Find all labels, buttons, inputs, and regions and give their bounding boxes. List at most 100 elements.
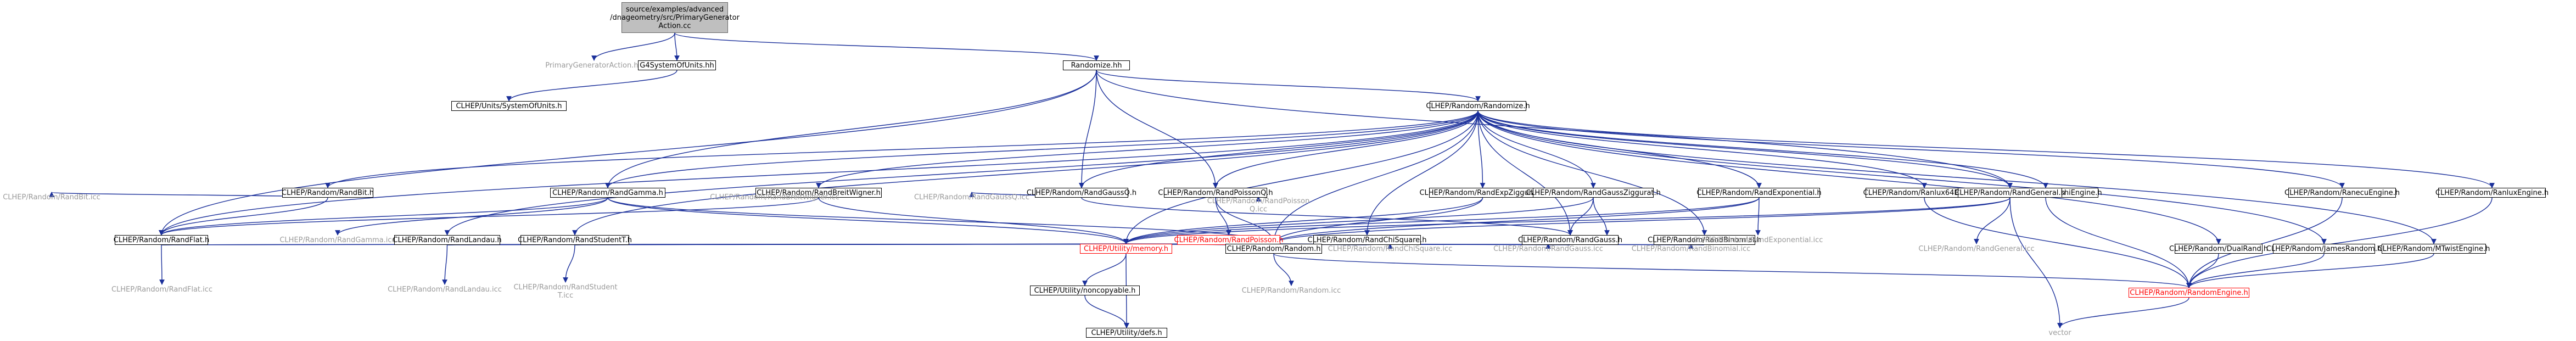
- node-pgh: PrimaryGeneratorAction.hh: [545, 61, 643, 70]
- edge-randomize-to-randflat: [159, 110, 1479, 236]
- edge-random-to-randomicc: [1273, 253, 1294, 286]
- edge-randomize-to-randgen: [1477, 110, 2013, 188]
- edge-randgamma-to-random: [607, 197, 1276, 244]
- edge-randomize-to-randchi: [1364, 110, 1479, 236]
- node-randgz[interactable]: CLHEP/Random/RandGaussZiggurat.h: [1526, 188, 1661, 198]
- edge-pg-to-randhh: [674, 32, 1099, 61]
- edge-randomize-to-randgz: [1477, 110, 1596, 188]
- node-randgauss[interactable]: CLHEP/Random/RandGauss.h: [1517, 235, 1623, 245]
- node-randexp[interactable]: CLHEP/Random/RandExponential.h: [1696, 188, 1822, 198]
- edge-randomize-to-randgq: [1079, 110, 1479, 188]
- node-randhh[interactable]: Randomize.hh: [1063, 60, 1130, 70]
- node-randpqicc: CLHEP/Random/RandPoisson Q.icc: [1207, 197, 1310, 214]
- node-randbin[interactable]: CLHEP/Random/RandBinomial.h: [1648, 235, 1761, 245]
- node-randchiicc: CLHEP/Random/RandChiSquare.icc: [1328, 244, 1453, 253]
- edge-randhh-to-randgq: [1079, 70, 1097, 188]
- edge-randgz-to-randgauss: [1567, 197, 1594, 236]
- node-randgq[interactable]: CLHEP/Random/RandGaussQ.h: [1026, 188, 1137, 198]
- node-randomize[interactable]: CLHEP/Random/Randomize.h: [1426, 101, 1530, 111]
- edge-randgen-to-vector: [2009, 197, 2063, 328]
- node-randflat[interactable]: CLHEP/Random/RandFlat.h: [113, 235, 210, 245]
- edge-randhh-to-randgamma: [605, 70, 1097, 188]
- node-randflaticc: CLHEP/Random/RandFlat.icc: [111, 285, 213, 294]
- edge-randgz-to-memory: [1123, 197, 1594, 244]
- node-sysunits[interactable]: CLHEP/Units/SystemOfUnits.h: [451, 101, 567, 111]
- edge-randomize-to-mtwist: [1477, 110, 2437, 244]
- edge-randomize-to-randst: [572, 110, 1479, 236]
- edge-randgamma-to-memory: [607, 197, 1129, 244]
- node-randbit[interactable]: CLHEP/Random/RandBit.h: [282, 188, 374, 198]
- node-randgq2icc: CLHEP/Random/RandGaussQ.icc: [914, 193, 1030, 202]
- edge-randomize-to-randexpz: [1477, 110, 1486, 188]
- edge-randhh-to-randgen: [1096, 70, 2013, 188]
- node-randsticc: CLHEP/Random/RandStudent T.icc: [513, 283, 618, 300]
- edge-ranlux-to-engine: [2186, 197, 2493, 288]
- edge-randhh-to-randflat: [159, 70, 1097, 236]
- edge-randlandau-to-randlandauicc: [442, 244, 448, 285]
- node-random[interactable]: CLHEP/Random/Random.h: [1225, 244, 1322, 254]
- node-randbwicc: CLHEP/Random/RandBreitWigner.icc: [710, 193, 839, 202]
- edge-randexp-to-memory: [1123, 197, 1760, 244]
- edge-engine-to-vector: [2057, 297, 2189, 328]
- node-randexpz[interactable]: CLHEP/Random/RandExpZiggurat.h: [1419, 188, 1546, 198]
- edge-mtwist-to-engine: [2186, 253, 2434, 288]
- node-randbw[interactable]: CLHEP/Random/RandBreitWigner.h: [755, 188, 882, 198]
- node-randexpicc: CLHEP/Random/RandExponential.icc: [1693, 236, 1823, 244]
- edge-randgen-to-randgenicc: [1974, 197, 2011, 244]
- node-ranlux64[interactable]: CLHEP/Random/Ranlux64Engine.h: [1863, 188, 1986, 198]
- edge-raneco-to-engine: [2186, 197, 2343, 288]
- edge-randgq-to-randgauss: [1081, 197, 1573, 236]
- node-randgamma[interactable]: CLHEP/Random/RandGamma.h: [550, 188, 665, 198]
- node-engine[interactable]: CLHEP/Random/RandomEngine.h: [2129, 288, 2249, 298]
- node-randgenicc: CLHEP/Random/RandGeneral.icc: [1918, 244, 2035, 253]
- edge-randexp-to-randexpicc: [1755, 197, 1761, 236]
- edge-randomize-to-randbin: [1477, 110, 1707, 236]
- node-defs[interactable]: CLHEP/Utility/defs.h: [1086, 328, 1167, 338]
- edge-ranshi-to-engine: [2045, 197, 2192, 288]
- node-memory[interactable]: CLHEP/Utility/memory.h: [1080, 244, 1172, 254]
- edge-randomize-to-raneco: [1477, 110, 2345, 188]
- node-randbinicc: CLHEP/Random/RandBinomial.icc: [1631, 244, 1751, 253]
- edge-randomize-to-ranshi: [1477, 110, 2048, 188]
- edge-randgamma-to-randflat: [159, 197, 608, 236]
- edge-noncopy-to-defs: [1084, 295, 1129, 328]
- node-randlandau[interactable]: CLHEP/Random/RandLandau.h: [393, 235, 502, 245]
- node-randpq[interactable]: CLHEP/Random/RandPoissonQ.h: [1158, 188, 1273, 198]
- node-noncopy[interactable]: CLHEP/Utility/noncopyable.h: [1030, 286, 1140, 295]
- node-randgen[interactable]: CLHEP/Random/RandGeneral.h: [1955, 188, 2065, 198]
- edge-randomize-to-james: [1477, 110, 2327, 244]
- edge-randomize-to-dualrand: [1477, 110, 2221, 244]
- node-james[interactable]: CLHEP/Random/JamesRandom.h: [2266, 244, 2382, 254]
- node-randchi[interactable]: CLHEP/Random/RandChiSquare.h: [1307, 235, 1427, 245]
- edge-randbit-to-randflat: [159, 197, 328, 236]
- node-ranlux[interactable]: CLHEP/Random/RanluxEngine.h: [2435, 188, 2549, 198]
- edge-randomize-to-randpq: [1213, 110, 1479, 188]
- edge-randbw-to-memory: [818, 197, 1129, 244]
- edge-randhh-to-randpq: [1096, 70, 1218, 188]
- node-randgammaicc: CLHEP/Random/RandGamma.icc: [279, 236, 396, 244]
- node-randgaussicc: CLHEP/Random/RandGauss.icc: [1493, 244, 1603, 253]
- node-randst[interactable]: CLHEP/Random/RandStudentT.h: [518, 235, 632, 245]
- node-g4sys[interactable]: G4SystemOfUnits.hh: [638, 60, 716, 70]
- node-randomicc: CLHEP/Random/Random.icc: [1241, 286, 1341, 295]
- edge-randexpz-to-memory: [1123, 197, 1483, 244]
- edge-random-to-engine: [1273, 253, 2192, 288]
- edge-randomize-to-randgamma: [605, 110, 1479, 188]
- node-pg[interactable]: source/examples/advanced /dnageometry/sr…: [610, 2, 740, 33]
- edge-randexpz-to-random: [1271, 197, 1483, 244]
- edge-randhh-to-randomize: [1096, 70, 1481, 102]
- edge-ranlux64-to-engine: [1924, 197, 2192, 288]
- edge-randomize-to-ranlux64: [1477, 110, 1927, 188]
- node-mtwist[interactable]: CLHEP/Random/MTwistEngine.h: [2377, 244, 2490, 254]
- edge-randst-to-randsticc: [563, 244, 575, 283]
- node-randbiticc: CLHEP/Random/RandBit.icc: [3, 193, 100, 202]
- node-raneco[interactable]: CLHEP/Random/RanecuEngine.h: [2284, 188, 2400, 198]
- node-randpoisson[interactable]: CLHEP/Random/RandPoisson.h: [1174, 235, 1284, 245]
- edge-randomize-to-ranlux: [1477, 110, 2495, 188]
- edge-randflat-to-randflaticc: [159, 244, 165, 285]
- edge-randgen-to-random: [1271, 197, 2011, 244]
- edge-randbw-to-randflat: [159, 197, 819, 236]
- edge-randomize-to-randbit: [325, 110, 1479, 188]
- node-dualrand[interactable]: CLHEP/Random/DualRand.h: [2169, 244, 2269, 254]
